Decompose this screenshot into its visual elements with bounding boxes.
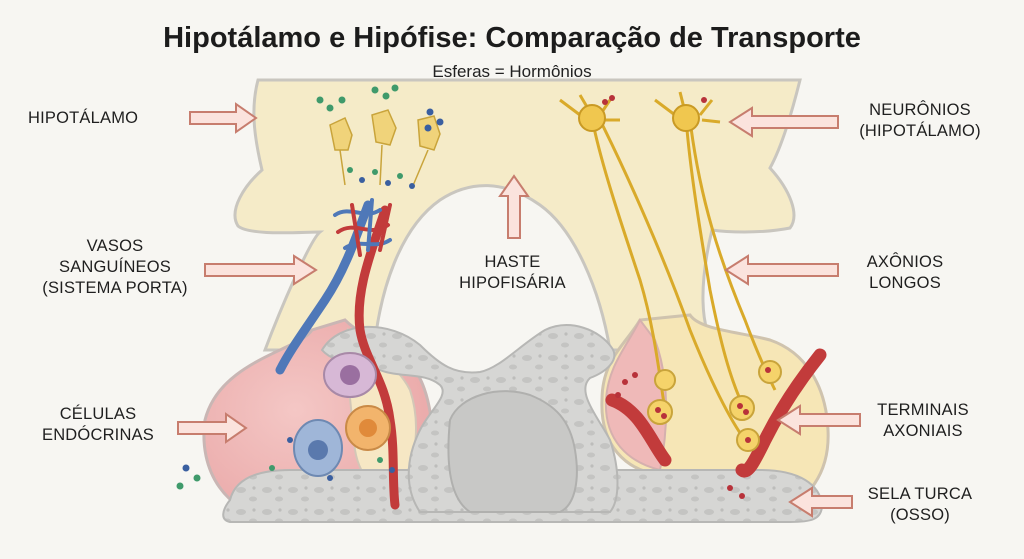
arrow-neuronios xyxy=(728,106,839,138)
label-haste-line1: HASTE xyxy=(484,253,541,271)
endocrine-cells xyxy=(293,352,391,477)
label-neuronios: NEURÔNIOS (HIPOTÁLAMO) xyxy=(840,100,1000,142)
label-haste: HASTE HIPOFISÁRIA xyxy=(430,252,595,294)
arrow-haste xyxy=(498,174,530,239)
label-axonios-line1: AXÔNIOS xyxy=(866,253,944,271)
arrow-vasos xyxy=(204,254,318,286)
arrow-terminais xyxy=(776,404,861,436)
magnocellular-somata xyxy=(578,104,700,132)
posterior-capillary-right xyxy=(735,348,827,478)
capillary-network xyxy=(333,198,392,257)
label-sela-line2: (OSSO) xyxy=(890,506,950,524)
label-vasos-line2: SANGUÍNEOS xyxy=(58,258,172,276)
label-vasos-line3: (SISTEMA PORTA) xyxy=(42,279,188,297)
parvocellular-neurons xyxy=(329,109,441,189)
posterior-capillary-left xyxy=(605,393,672,467)
label-terminais-line2: AXONIAIS xyxy=(883,422,963,440)
arrow-celulas xyxy=(177,412,248,444)
arrow-axonios xyxy=(724,254,839,286)
label-hipotalamo: HIPOTÁLAMO xyxy=(28,108,138,129)
label-terminais: TERMINAIS AXONIAIS xyxy=(858,400,988,442)
label-haste-line2: HIPOFISÁRIA xyxy=(459,274,566,292)
arrow-hipotalamo xyxy=(189,102,258,134)
label-vasos-line1: VASOS xyxy=(86,237,144,255)
label-neuronios-line1: NEURÔNIOS xyxy=(869,101,971,119)
label-vasos: VASOS SANGUÍNEOS (SISTEMA PORTA) xyxy=(20,236,210,299)
pointer-arrows xyxy=(177,102,861,518)
label-axonios-line2: LONGOS xyxy=(869,274,941,292)
page-subtitle: Esferas = Hormônios xyxy=(432,62,592,81)
page-title: Hipotálamo e Hipófise: Comparação de Tra… xyxy=(163,22,861,54)
label-axonios: AXÔNIOS LONGOS xyxy=(845,252,965,294)
label-terminais-line1: TERMINAIS xyxy=(877,401,969,419)
label-celulas-line2: ENDÓCRINAS xyxy=(41,426,154,444)
arrow-sela xyxy=(788,486,853,518)
label-celulas: CÉLULAS ENDÓCRINAS xyxy=(28,404,168,446)
hypothalamus-tissue xyxy=(233,78,802,352)
label-celulas-line1: CÉLULAS xyxy=(59,405,137,423)
label-sela: SELA TURCA (OSSO) xyxy=(850,484,990,526)
sella-fossa xyxy=(447,390,578,513)
label-hipotalamo-text: HIPOTÁLAMO xyxy=(28,109,139,127)
hormone-spheres xyxy=(176,84,771,499)
label-sela-line1: SELA TURCA xyxy=(867,485,973,503)
label-neuronios-line2: (HIPOTÁLAMO) xyxy=(859,122,981,140)
